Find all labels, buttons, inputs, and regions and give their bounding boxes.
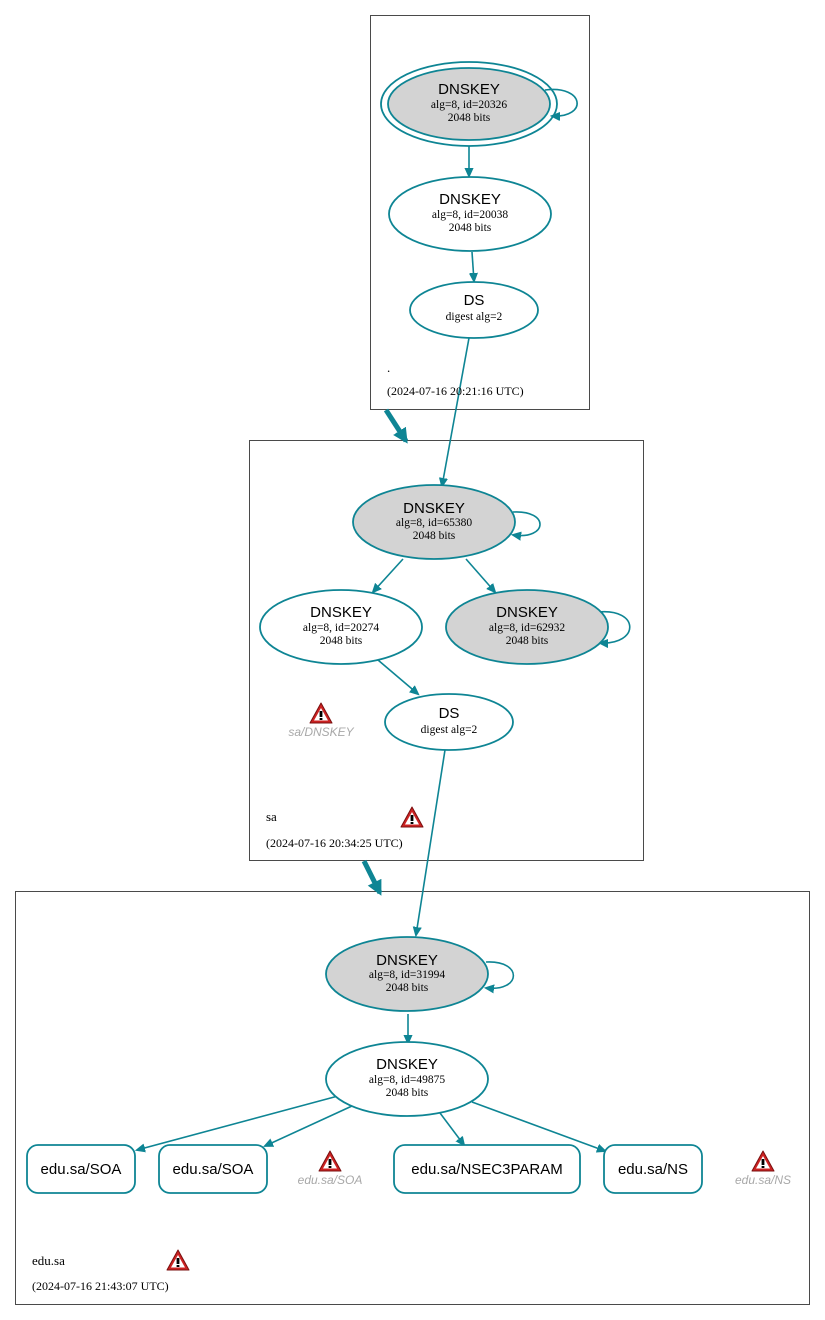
edge-edu-zsk-nsec3param <box>439 1112 464 1145</box>
node-title: DNSKEY <box>496 604 558 621</box>
node-sa-ksk[interactable]: DNSKEY alg=8, id=65380 2048 bits <box>352 484 516 560</box>
node-detail: alg=8, id=20038 <box>432 209 508 221</box>
node-title: DS <box>464 292 485 309</box>
zone-timestamp: (2024-07-16 20:21:16 UTC) <box>387 384 524 398</box>
node-detail: 2048 bits <box>320 635 363 647</box>
node-root-ds[interactable]: DS digest alg=2 <box>409 281 539 339</box>
warning-label: edu.sa/SOA <box>298 1173 363 1187</box>
edge-root-zsk-ds <box>472 251 474 281</box>
node-detail: 2048 bits <box>448 112 491 124</box>
edge-edu-zsk-ns <box>471 1101 605 1151</box>
node-sa-ksk2[interactable]: DNSKEY alg=8, id=62932 2048 bits <box>445 589 609 665</box>
edge-delegation-root-sa <box>383 408 409 441</box>
node-detail: alg=8, id=62932 <box>489 622 565 634</box>
node-root-ksk[interactable]: DNSKEY alg=8, id=20326 2048 bits <box>380 61 558 147</box>
edge-delegation-sa-edu <box>361 859 383 893</box>
node-title: DNSKEY <box>403 500 465 517</box>
node-title: DS <box>439 705 460 722</box>
zone-name: edu.sa <box>32 1253 65 1268</box>
node-sa-zsk[interactable]: DNSKEY alg=8, id=20274 2048 bits <box>259 589 423 665</box>
node-title: edu.sa/SOA <box>41 1161 122 1178</box>
node-root-zsk[interactable]: DNSKEY alg=8, id=20038 2048 bits <box>388 176 552 252</box>
node-detail: alg=8, id=20274 <box>303 622 379 634</box>
edge-root-ksk-self <box>544 88 578 116</box>
node-title: DNSKEY <box>439 191 501 208</box>
node-title: edu.sa/NSEC3PARAM <box>411 1161 562 1178</box>
edge-sa-ksk-zsk <box>373 558 404 592</box>
node-edu-soa-1[interactable]: edu.sa/SOA <box>26 1144 136 1194</box>
warning-edu-soa[interactable]: edu.sa/SOA <box>298 1150 363 1187</box>
zone-timestamp: (2024-07-16 20:34:25 UTC) <box>266 836 403 850</box>
node-detail: 2048 bits <box>386 982 429 994</box>
node-edu-zsk[interactable]: DNSKEY alg=8, id=49875 2048 bits <box>325 1041 489 1117</box>
node-detail: alg=8, id=49875 <box>369 1074 445 1086</box>
node-title: DNSKEY <box>376 1056 438 1073</box>
edge-edu-zsk-soa2 <box>265 1105 353 1146</box>
zone-name: sa <box>266 809 277 824</box>
node-title: edu.sa/NS <box>618 1161 688 1178</box>
edge-root-ds-sa-ksk <box>442 337 470 486</box>
node-detail: 2048 bits <box>449 222 492 234</box>
warning-sa-dnskey[interactable]: sa/DNSKEY <box>288 702 355 739</box>
node-detail: 2048 bits <box>413 530 456 542</box>
edge-edu-ksk-self <box>486 961 514 988</box>
edge-sa-ksk-self <box>513 511 541 536</box>
node-detail: 2048 bits <box>386 1087 429 1099</box>
node-title: DNSKEY <box>376 952 438 969</box>
warning-label: sa/DNSKEY <box>288 725 354 739</box>
node-detail: digest alg=2 <box>421 724 478 736</box>
node-detail: digest alg=2 <box>446 311 503 323</box>
warning-edu-ns[interactable]: edu.sa/NS <box>735 1150 791 1187</box>
node-edu-nsec3param[interactable]: edu.sa/NSEC3PARAM <box>393 1144 581 1194</box>
node-title: DNSKEY <box>310 604 372 621</box>
node-title: DNSKEY <box>438 81 500 98</box>
edge-sa-ksk2-self <box>598 611 631 643</box>
node-edu-ns[interactable]: edu.sa/NS <box>603 1144 703 1194</box>
node-detail: alg=8, id=20326 <box>431 99 507 111</box>
node-edu-ksk[interactable]: DNSKEY alg=8, id=31994 2048 bits <box>325 936 489 1012</box>
node-edu-soa-2[interactable]: edu.sa/SOA <box>158 1144 268 1194</box>
node-title: edu.sa/SOA <box>173 1161 254 1178</box>
edge-sa-ksk-ksk2 <box>465 558 495 592</box>
zone-timestamp: (2024-07-16 21:43:07 UTC) <box>32 1279 169 1293</box>
edge-sa-ds-edu-ksk <box>416 749 446 935</box>
node-detail: 2048 bits <box>506 635 549 647</box>
edge-edu-zsk-soa1 <box>137 1095 339 1150</box>
node-detail: alg=8, id=65380 <box>396 517 472 529</box>
edge-sa-zsk-ds <box>377 659 418 694</box>
zone-name: . <box>387 360 390 375</box>
node-detail: alg=8, id=31994 <box>369 969 445 981</box>
node-sa-ds[interactable]: DS digest alg=2 <box>384 693 514 751</box>
warning-label: edu.sa/NS <box>735 1173 791 1187</box>
